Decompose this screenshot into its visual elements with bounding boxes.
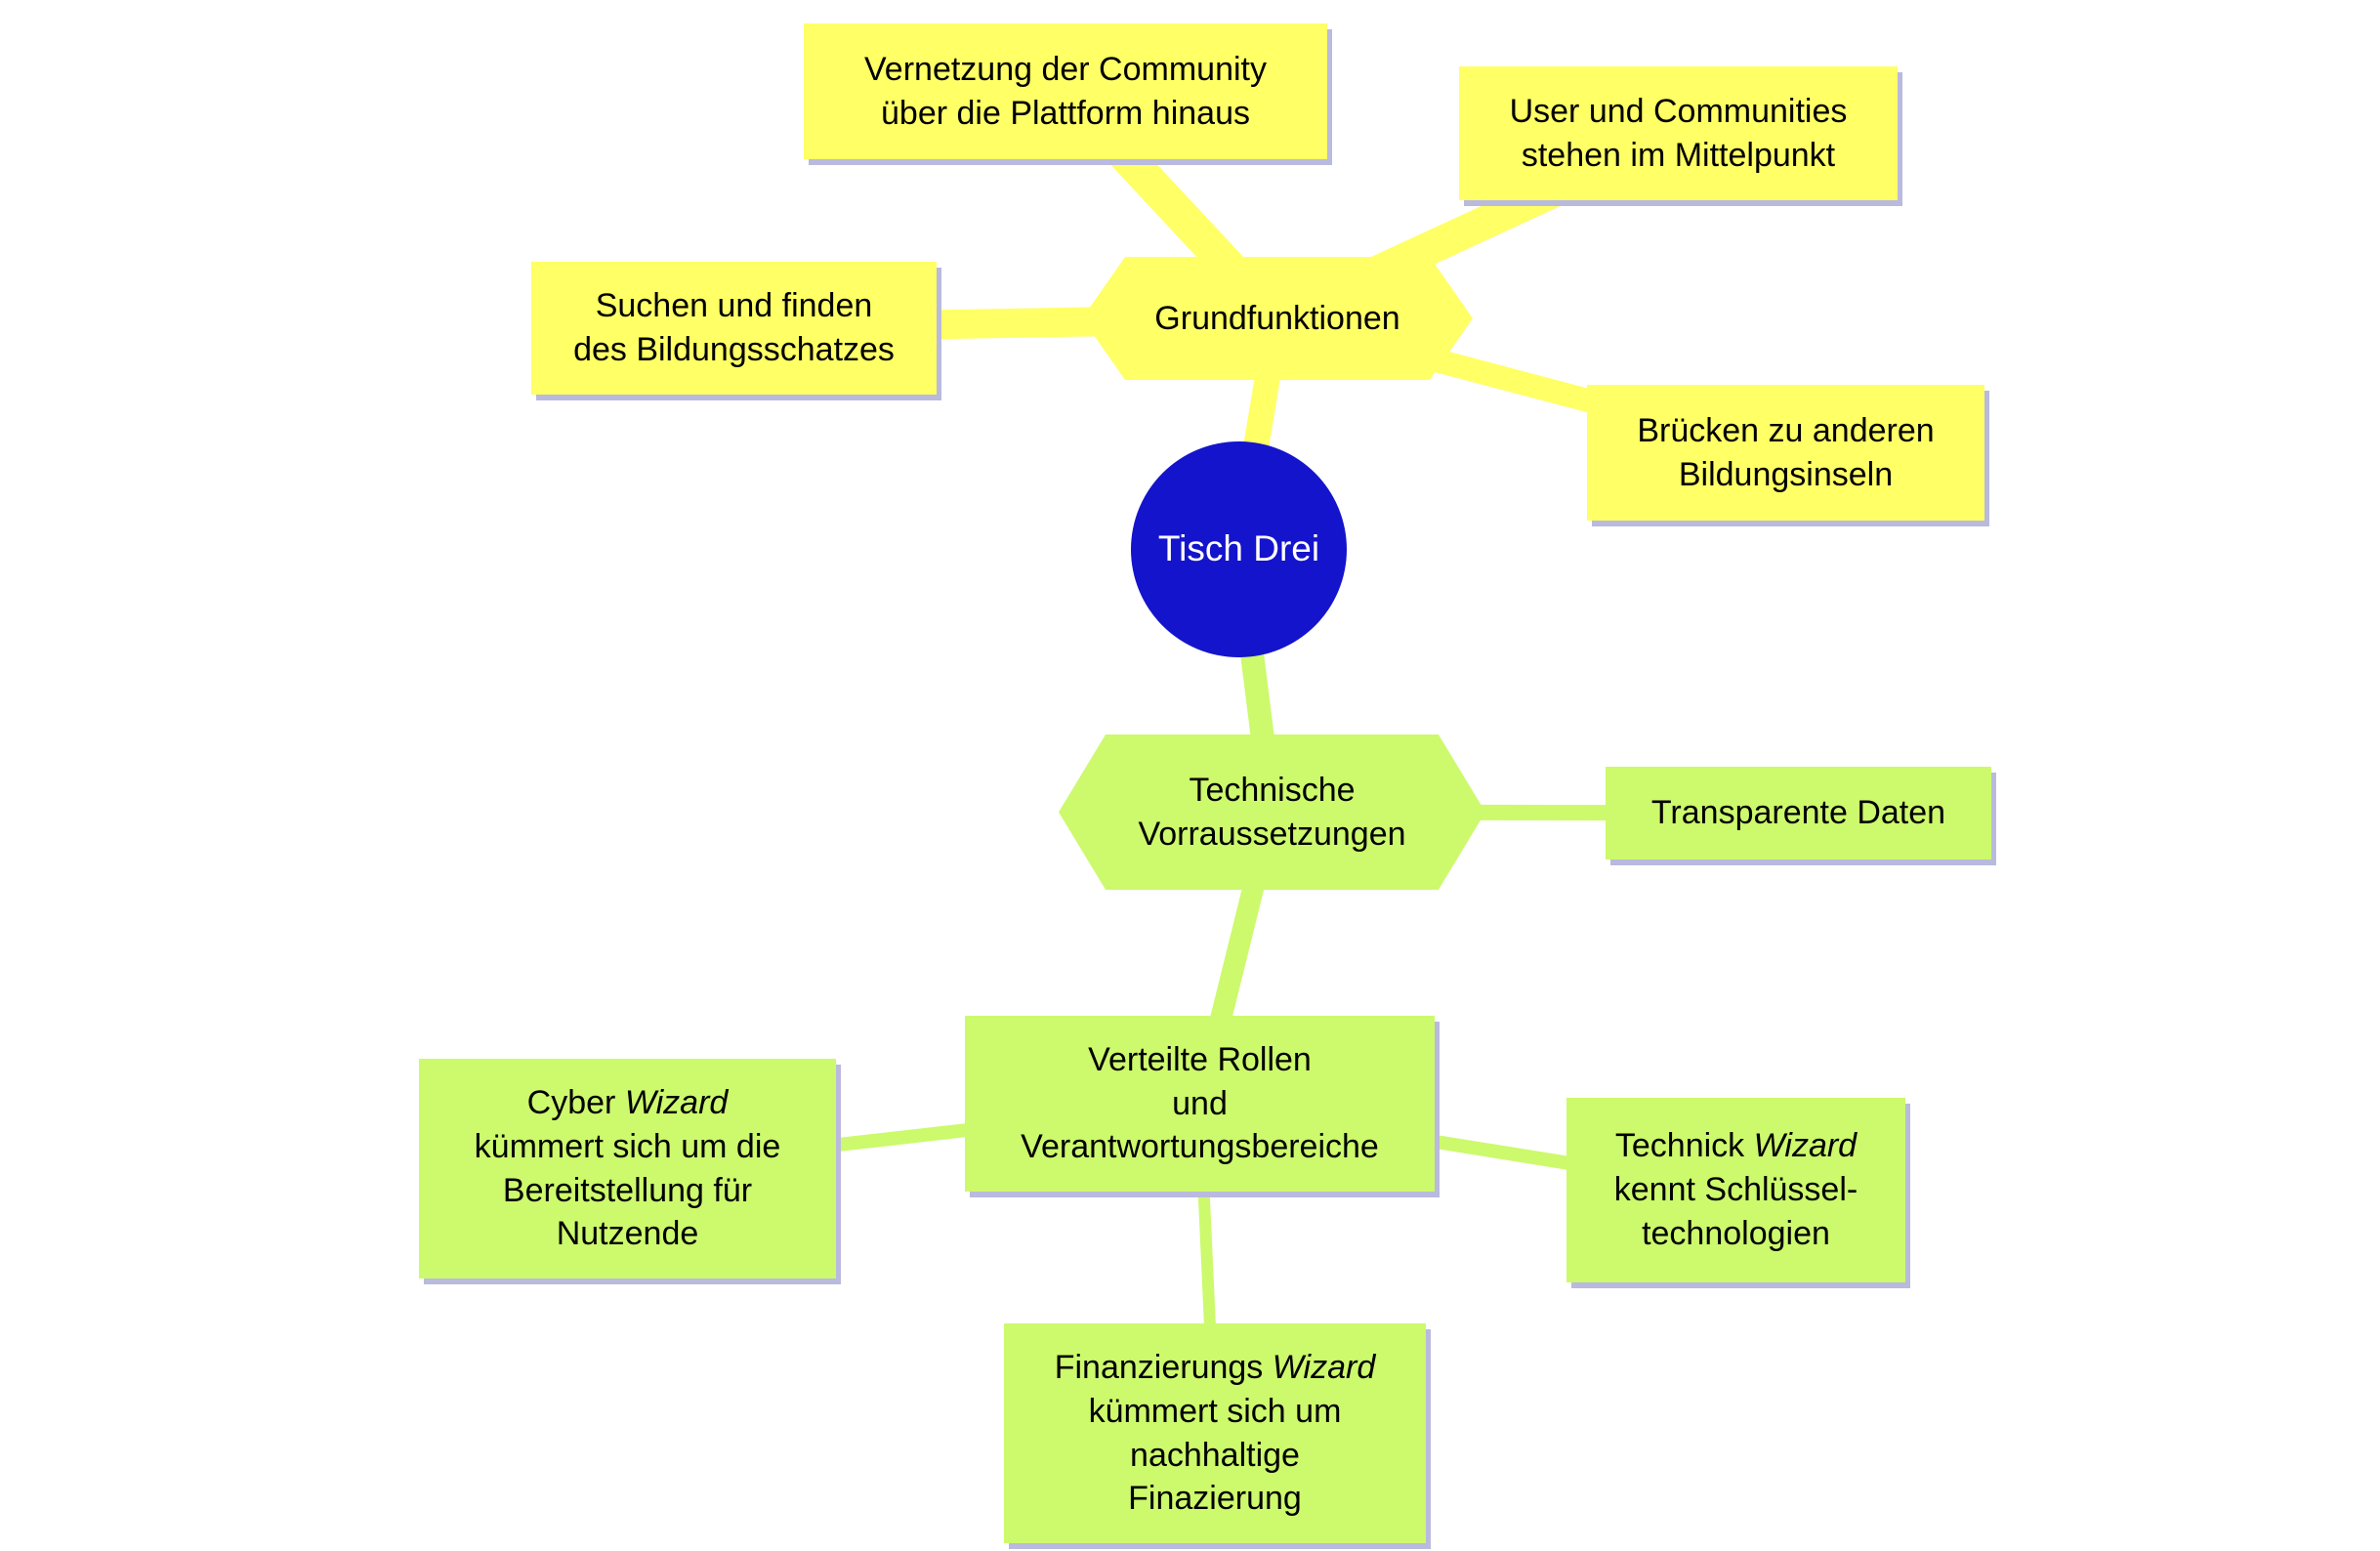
node-technische-vorraussetzungen: Technische Vorraussetzungen — [1059, 734, 1485, 890]
node-vernetzung-label: Vernetzung der Community über die Plattf… — [864, 50, 1267, 132]
technick-text-wizard: Wizard — [1753, 1127, 1858, 1165]
node-grundfunktionen-label: Grundfunktionen — [1154, 299, 1400, 337]
technick-text-post: kennt Schlüssel- technologien — [1613, 1171, 1858, 1252]
node-cyber-wizard-label: Cyber Wizard kümmert sich um die Bereits… — [475, 1081, 781, 1257]
node-root-label: Tisch Drei — [1157, 528, 1320, 569]
node-grundfunktionen: Grundfunktionen — [1082, 257, 1473, 380]
node-transparente-daten: Transparente Daten — [1606, 767, 1991, 859]
node-technick-wizard-label: Technick Wizard kennt Schlüssel- technol… — [1614, 1124, 1858, 1256]
node-technick-wizard: Technick Wizard kennt Schlüssel- technol… — [1566, 1098, 1905, 1282]
node-verteilte-rollen: Verteilte Rollen und Verantwortungsberei… — [965, 1016, 1435, 1192]
node-user-communities: User und Communities stehen im Mittelpun… — [1459, 66, 1898, 200]
cyber-text-wizard: Wizard — [624, 1083, 729, 1121]
cyber-text-post: kümmert sich um die Bereitstellung für N… — [474, 1127, 781, 1253]
cyber-text-pre: Cyber — [526, 1083, 625, 1121]
node-bruecken: Brücken zu anderen Bildungsinseln — [1587, 385, 1984, 521]
finanzierung-text-wizard: Wizard — [1272, 1348, 1376, 1386]
finanzierung-text-post: kümmert sich um nachhaltige Finazierung — [1088, 1392, 1342, 1518]
node-technische-label: Technische Vorraussetzungen — [1138, 771, 1406, 853]
node-suchen: Suchen und finden des Bildungsschatzes — [531, 262, 937, 395]
node-suchen-label: Suchen und finden des Bildungsschatzes — [573, 287, 895, 368]
node-root-tisch-drei: Tisch Drei — [1131, 441, 1347, 657]
node-verteilte-label: Verteilte Rollen und Verantwortungsberei… — [1021, 1040, 1379, 1166]
finanzierung-text-pre: Finanzierungs — [1054, 1348, 1273, 1386]
node-finanzierungs-wizard: Finanzierungs Wizard kümmert sich um nac… — [1004, 1323, 1426, 1543]
node-user-communities-label: User und Communities stehen im Mittelpun… — [1509, 92, 1848, 174]
node-cyber-wizard: Cyber Wizard kümmert sich um die Bereits… — [419, 1059, 836, 1279]
node-vernetzung: Vernetzung der Community über die Plattf… — [804, 23, 1327, 159]
node-finanzierungs-wizard-label: Finanzierungs Wizard kümmert sich um nac… — [1055, 1346, 1376, 1522]
node-bruecken-label: Brücken zu anderen Bildungsinseln — [1637, 411, 1935, 493]
node-transparente-label: Transparente Daten — [1650, 794, 1946, 832]
technick-text-pre: Technick — [1614, 1127, 1754, 1165]
